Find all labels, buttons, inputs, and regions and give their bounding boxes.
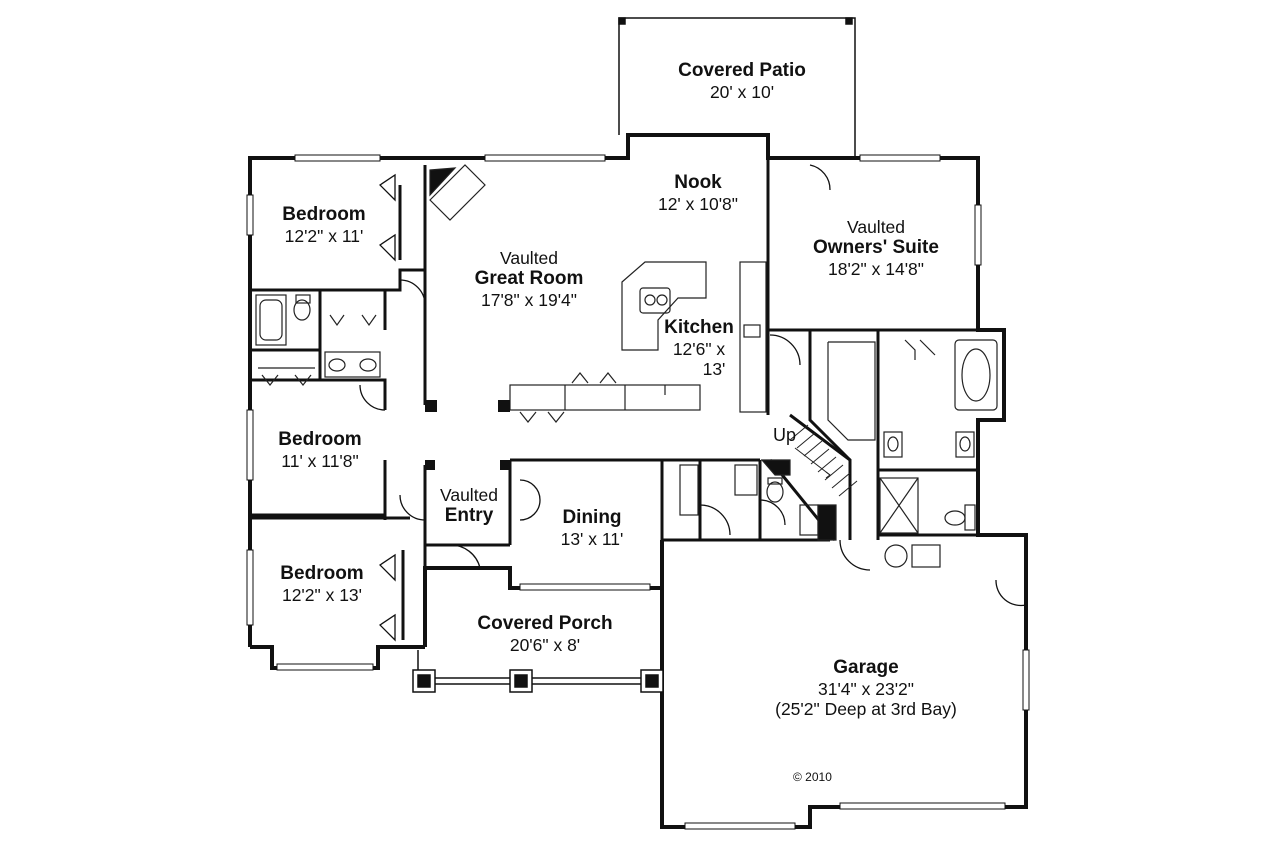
porch-columns	[412, 650, 664, 693]
covered-patio-outline	[618, 17, 856, 158]
nook-label: Nook 12' x 10'8"	[578, 172, 818, 214]
room-qualifier: Vaulted	[846, 217, 906, 237]
owners-suite-label: Vaulted Owners' Suite 18'2" x 14'8"	[756, 217, 996, 279]
room-dimensions: 17'8" x 19'4"	[481, 289, 577, 310]
covered-patio-label: Covered Patio 20' x 10'	[622, 60, 862, 102]
room-dimensions: 12'6" x	[672, 338, 726, 359]
door-swings	[359, 164, 1027, 642]
room-name: Great Room	[474, 268, 584, 290]
room-dimensions: 20' x 10'	[709, 81, 775, 102]
room-dimensions: 18'2" x 14'8"	[828, 258, 924, 279]
room-name: Bedroom	[280, 563, 364, 584]
room-dimensions: 12' x 10'8"	[657, 193, 739, 214]
dining-label: Dining 13' x 11'	[472, 507, 712, 549]
stairs-up-label: Up	[773, 425, 797, 445]
room-name: Garage	[833, 657, 899, 678]
covered-porch-label: Covered Porch 20'6" x 8'	[425, 613, 665, 655]
room-name: Bedroom	[278, 429, 362, 450]
room-name: Covered Porch	[477, 613, 613, 634]
room-dimensions: 31'4" x 23'2"	[818, 678, 914, 699]
room-name: Dining	[562, 507, 622, 528]
windows	[246, 154, 1030, 830]
room-qualifier: Vaulted	[499, 248, 559, 268]
copyright-notice: © 2010	[793, 770, 832, 784]
bedroom-2-label: Bedroom 11' x 11'8"	[200, 429, 440, 471]
wall-pilasters	[425, 400, 510, 470]
garage-depth-note: (25'2" Deep at 3rd Bay)	[775, 698, 957, 719]
great-room-label: Vaulted Great Room 17'8" x 19'4"	[409, 248, 649, 310]
bedroom-1-label: Bedroom 12'2" x 11'	[204, 204, 444, 246]
room-dimensions: 11' x 11'8"	[281, 450, 359, 471]
interior-walls	[250, 158, 978, 640]
room-dimensions: 12'2" x 11'	[284, 225, 364, 246]
room-name: Owners' Suite	[813, 237, 939, 259]
garage-label: Garage 31'4" x 23'2" (25'2" Deep at 3rd …	[716, 657, 1016, 719]
entry-label: Vaulted Entry	[349, 485, 589, 527]
room-name: Kitchen	[664, 317, 734, 338]
room-name: Nook	[674, 172, 722, 193]
room-name: Covered Patio	[678, 60, 806, 81]
room-dimensions: 13' x 11'	[560, 528, 624, 549]
fixtures	[255, 164, 998, 568]
room-dimensions: 20'6" x 8'	[509, 634, 581, 655]
bedroom-3-label: Bedroom 12'2" x 13'	[202, 563, 442, 605]
room-name: Entry	[444, 505, 494, 527]
room-dimensions-continued: 13'	[702, 358, 726, 379]
room-qualifier: Vaulted	[439, 485, 499, 505]
room-dimensions: 12'2" x 13'	[281, 584, 363, 605]
kitchen-label: Kitchen 12'6" x 13'	[579, 317, 819, 379]
room-name: Bedroom	[282, 204, 366, 225]
